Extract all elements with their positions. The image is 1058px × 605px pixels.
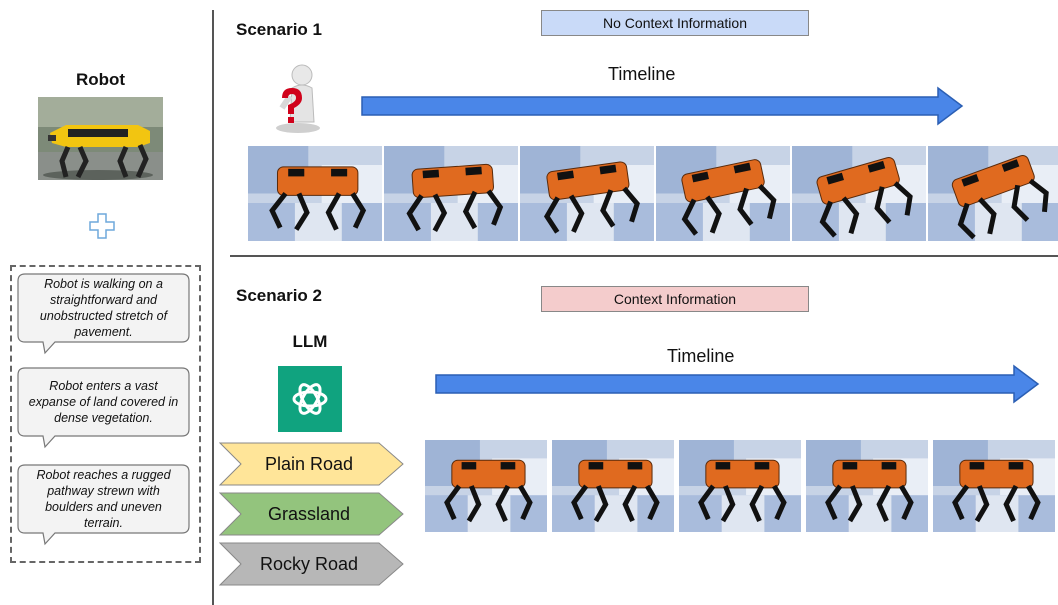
context-descriptions-box — [10, 265, 201, 563]
scenario2-timeline-arrow — [434, 364, 1042, 404]
no-context-label: No Context Information — [541, 10, 809, 36]
question-person-icon — [268, 62, 324, 134]
scenario1-timeline-label: Timeline — [608, 64, 676, 84]
llm-title: LLM — [292, 332, 328, 351]
terrain-label-plain-road: Plain Road — [264, 453, 354, 474]
scenario2-frame-1 — [425, 440, 547, 532]
spot-robot-image — [38, 97, 163, 180]
scenario1-frame-5 — [792, 146, 926, 241]
vertical-divider — [212, 10, 214, 605]
description-text-2: Robot enters a vast expanse of land cove… — [28, 379, 179, 425]
chatgpt-logo-icon — [278, 366, 342, 432]
terrain-label-rocky-road: Rocky Road — [259, 553, 359, 574]
description-bubble-1: Robot is walking on a straightforward an… — [17, 273, 190, 355]
scenario2-timeline-label: Timeline — [667, 346, 735, 366]
plus-icon — [89, 213, 115, 239]
scenario1-title: Scenario 1 — [236, 20, 322, 39]
horizontal-divider — [230, 255, 1058, 257]
terrain-rocky-road: Rocky Road — [219, 542, 404, 586]
description-text-1: Robot is walking on a straightforward an… — [39, 277, 168, 339]
scenario2-frame-3 — [679, 440, 801, 532]
terrain-grassland: Grassland — [219, 492, 404, 536]
scenario2-frame-2 — [552, 440, 674, 532]
scenario1-frame-6 — [928, 146, 1058, 241]
scenario1-frame-1 — [248, 146, 382, 241]
scenario2-title: Scenario 2 — [236, 286, 322, 305]
scenario1-frame-2 — [384, 146, 518, 241]
description-bubble-2: Robot enters a vast expanse of land cove… — [17, 367, 190, 449]
scenario1-frame-3 — [520, 146, 654, 241]
scenario1-timeline-arrow — [360, 86, 966, 126]
description-bubble-3: Robot reaches a rugged pathway strewn wi… — [17, 464, 190, 546]
scenario2-frame-5 — [933, 440, 1055, 532]
description-text-3: Robot reaches a rugged pathway strewn wi… — [36, 468, 171, 530]
scenario1-frame-4 — [656, 146, 790, 241]
terrain-plain-road: Plain Road — [219, 442, 404, 486]
scenario2-frame-4 — [806, 440, 928, 532]
terrain-label-grassland: Grassland — [267, 503, 351, 524]
robot-title: Robot — [75, 70, 126, 89]
context-label: Context Information — [541, 286, 809, 312]
